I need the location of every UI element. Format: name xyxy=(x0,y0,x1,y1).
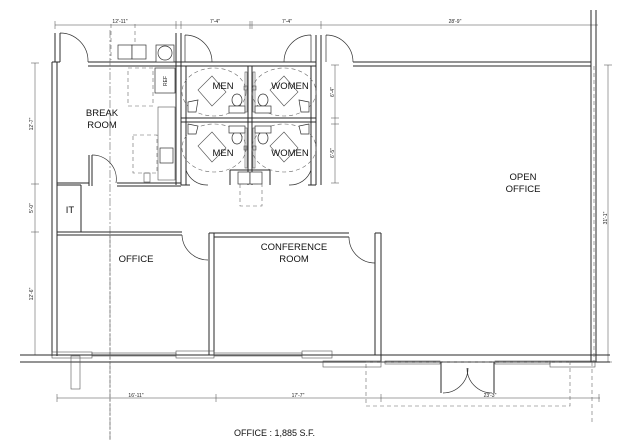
toilet-women-upper xyxy=(257,93,269,107)
dim-right-open: 31'-1" xyxy=(603,211,609,224)
storefront xyxy=(51,350,596,425)
break-room-label-1: BREAK xyxy=(86,108,119,119)
dim-right-restroom-lower: 6'-5" xyxy=(330,148,336,158)
restroom-door-women-upper xyxy=(283,34,312,63)
dim-top-open: 28'-9" xyxy=(449,19,462,25)
bottom-dimension-line: 16'-11" 17'-7" 23'-3" xyxy=(56,393,600,402)
it-label: IT xyxy=(66,205,75,216)
dim-left-it: 5'-0" xyxy=(29,203,35,213)
break-room-sink xyxy=(159,147,174,164)
entry-door-right xyxy=(466,367,493,394)
toilet-women-lower xyxy=(257,131,269,145)
sink-women-lower xyxy=(298,123,310,135)
conference-door xyxy=(348,236,376,264)
drinking-fountain-2 xyxy=(249,171,263,185)
dim-left-break: 12'-7" xyxy=(29,117,35,130)
restroom-door-women-lower xyxy=(288,169,312,186)
break-room-door-top xyxy=(59,32,89,63)
it-room: IT xyxy=(57,184,182,236)
right-dimension-lines: 6'-4" 6'-5" 31'-1" xyxy=(330,64,612,363)
top-dimension-line: 12'-11" 7'-4" 7'-4" 28'-9" xyxy=(54,19,598,29)
open-office-door-top xyxy=(325,34,354,63)
sink-men-upper xyxy=(187,99,199,113)
exterior-walls xyxy=(20,10,610,363)
dim-bottom-office: 16'-11" xyxy=(128,393,143,399)
toilet-men-upper xyxy=(231,93,243,107)
left-dimension-line: 12'-7" 5'-0" 12'-6" xyxy=(29,62,39,356)
dim-right-restroom-upper: 6'-4" xyxy=(330,87,336,97)
area-label: OFFICE : 1,885 S.F. xyxy=(234,428,315,438)
sink-women-upper xyxy=(298,99,310,113)
women-lower-label: WOMEN xyxy=(271,148,309,159)
canopy-outline xyxy=(365,361,571,407)
open-office-label-1: OPEN xyxy=(510,172,537,183)
women-upper-label: WOMEN xyxy=(271,81,309,92)
mop-sink xyxy=(117,44,133,60)
refrigerator-label: REF xyxy=(163,76,169,86)
break-room-door-bottom xyxy=(91,154,117,184)
water-heater xyxy=(157,45,173,61)
entry-door-left xyxy=(442,367,469,394)
dim-bottom-conference: 17'-7" xyxy=(292,393,305,399)
office-door xyxy=(181,234,209,261)
dim-top-restroom-2: 7'-4" xyxy=(282,19,292,25)
dim-top-break: 12'-11" xyxy=(112,19,127,25)
conference-room: CONFERENCE ROOM xyxy=(214,232,382,362)
sink-men-lower xyxy=(187,123,199,135)
mop-sink-2 xyxy=(131,44,147,60)
restroom-door-men-upper xyxy=(184,34,213,63)
open-office-label-2: OFFICE xyxy=(506,184,541,195)
office-room: OFFICE xyxy=(109,232,215,440)
drinking-fountain-1 xyxy=(237,171,251,185)
dim-bottom-open: 23'-3" xyxy=(484,393,497,399)
toilet-men-lower xyxy=(231,131,243,145)
restrooms: MEN WOMEN MEN WOMEN xyxy=(181,34,317,207)
dim-top-restroom-1: 7'-4" xyxy=(210,19,220,25)
conference-label-2: ROOM xyxy=(279,254,309,265)
break-room-label-2: ROOM xyxy=(87,120,117,131)
office-label: OFFICE xyxy=(119,254,154,265)
men-lower-label: MEN xyxy=(212,148,233,159)
dim-left-office: 12'-6" xyxy=(29,287,35,300)
conference-label-1: CONFERENCE xyxy=(261,242,328,253)
restroom-door-men-lower xyxy=(185,169,209,186)
refrigerator xyxy=(154,67,176,94)
open-office: OPEN OFFICE xyxy=(506,66,595,362)
men-upper-label: MEN xyxy=(212,81,233,92)
